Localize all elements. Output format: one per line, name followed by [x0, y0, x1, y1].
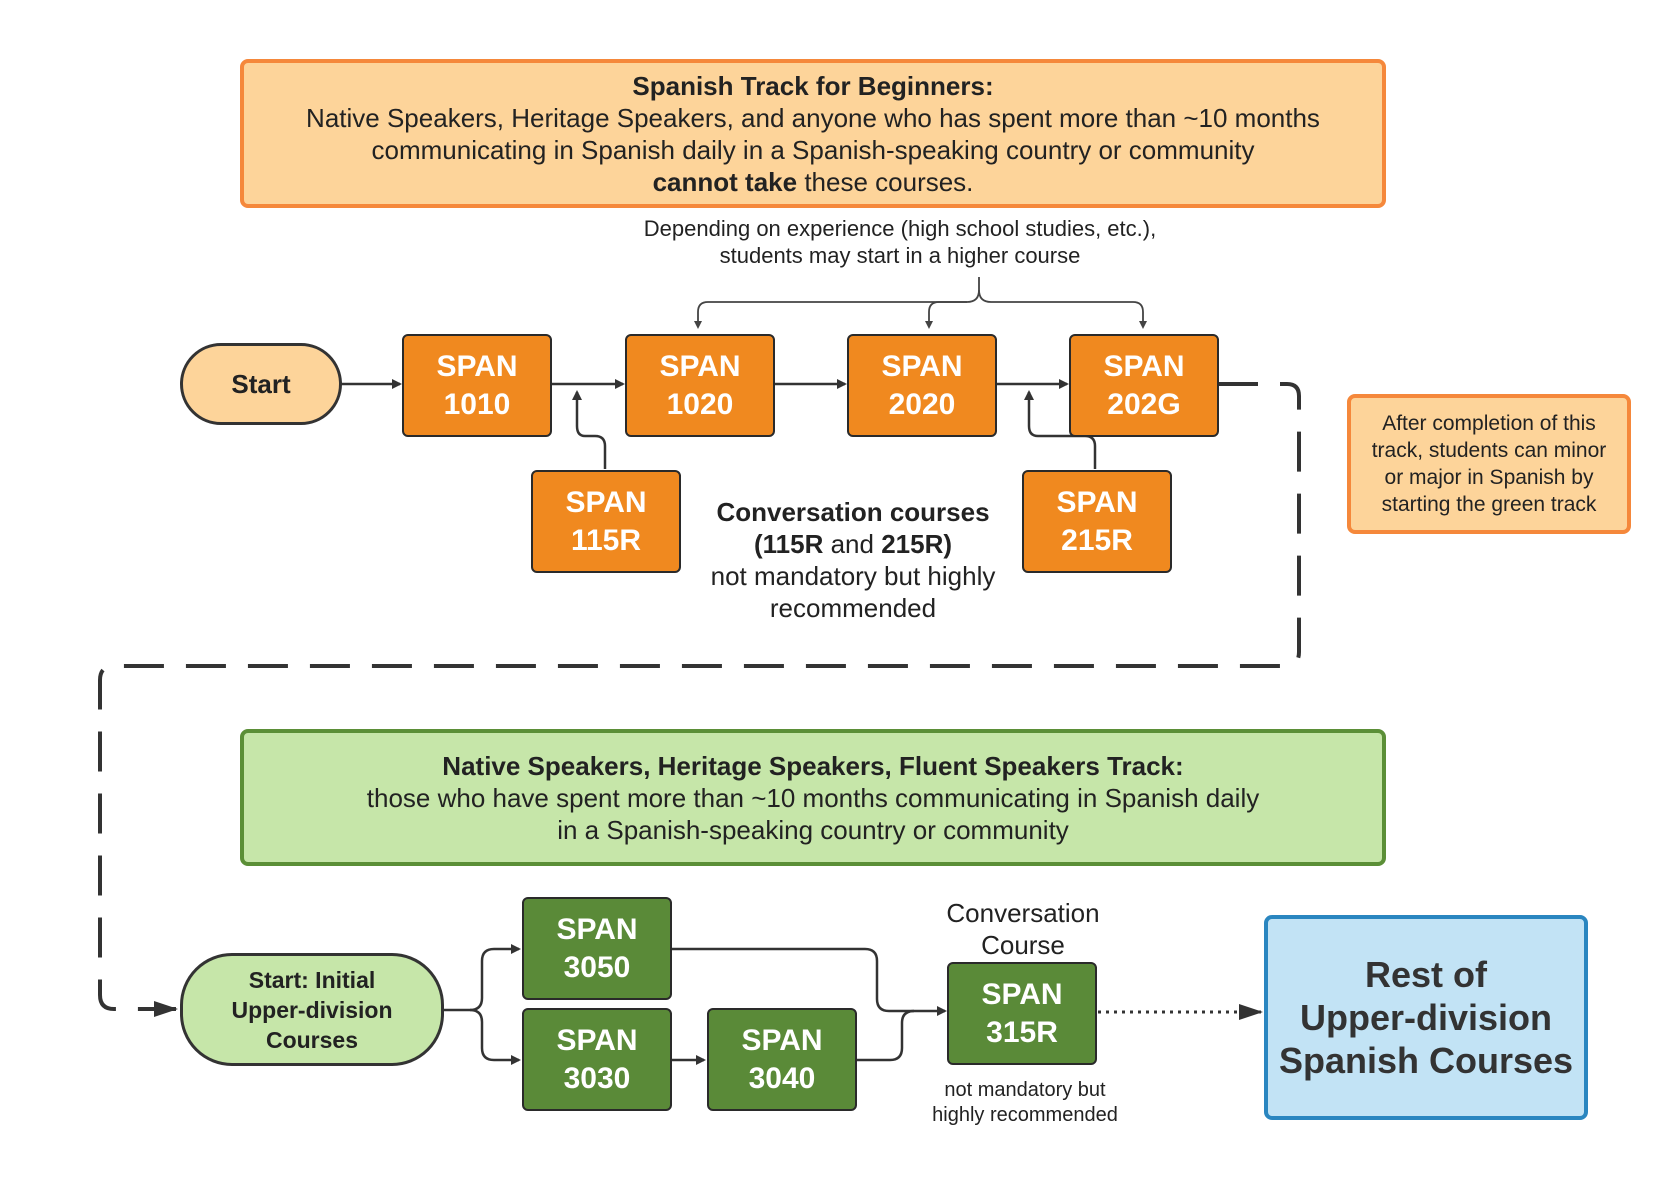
start-node: Start: [180, 343, 342, 425]
course-number: 3030: [563, 1061, 631, 1095]
course-span-1010: SPAN 1010: [402, 334, 552, 437]
beginner-track-line3: these courses.: [797, 166, 974, 197]
upper-start-line3: Courses: [265, 1026, 359, 1053]
course-span-3040: SPAN 3040: [707, 1008, 857, 1111]
course-span-2020: SPAN 2020: [847, 334, 997, 437]
paren-close: ): [943, 529, 953, 559]
arrow-3040-315r: [855, 1009, 915, 1062]
course-span-1020: SPAN 1020: [625, 334, 775, 437]
upper-start-node: Start: Initial Upper-division Courses: [180, 953, 444, 1066]
span315r-note: not mandatory but highly recommended: [900, 1078, 1150, 1128]
course-number: 3040: [748, 1061, 816, 1095]
side-note-line4: starting the green track: [1381, 493, 1597, 516]
course-prefix: SPAN: [556, 912, 638, 946]
span315r-note-line1: not mandatory but: [944, 1079, 1106, 1101]
conversation-note-line3: not mandatory but highly: [710, 561, 996, 591]
arrow-3050-315r: [670, 947, 947, 1016]
conversation-note-title: Conversation courses: [716, 497, 990, 527]
course-number: 1010: [443, 387, 511, 421]
course-prefix: SPAN: [741, 1023, 823, 1057]
course-number: 215R: [1061, 523, 1133, 557]
dashed-track-link: [98, 382, 1301, 1017]
arrow-start-3030: [469, 1008, 521, 1065]
course-prefix: SPAN: [565, 485, 647, 519]
conversation-note: Conversation courses (115R and 215R) not…: [690, 496, 1016, 624]
side-note-line2: track, students can minor: [1371, 439, 1607, 462]
start-label: Start: [231, 368, 291, 399]
course-span-315r: SPAN 315R: [947, 962, 1097, 1065]
course-number: 202G: [1107, 387, 1181, 421]
course-number: 115R: [570, 523, 642, 557]
fluent-track-line1: those who have spent more than ~10 month…: [366, 782, 1260, 813]
course-prefix: SPAN: [881, 349, 963, 383]
course-prefix: SPAN: [1056, 485, 1138, 519]
final-line3: Spanish Courses: [1278, 1040, 1574, 1081]
paren-open: (: [753, 529, 763, 559]
beginner-track-line2: communicating in Spanish daily in a Span…: [371, 134, 1255, 165]
course-span-215r: SPAN 215R: [1022, 470, 1172, 573]
rest-upper-division-box: Rest of Upper-division Spanish Courses: [1264, 915, 1588, 1120]
upper-start-line2: Upper-division: [231, 996, 393, 1023]
course-prefix: SPAN: [981, 977, 1063, 1011]
course-number: 1020: [666, 387, 734, 421]
conversation-course-line1: Conversation: [946, 898, 1100, 928]
fluent-track-line2: in a Spanish-speaking country or communi…: [557, 814, 1069, 845]
arrow-115r-up: [572, 390, 607, 469]
beginner-track-title: Spanish Track for Beginners:: [632, 70, 994, 101]
final-line2: Upper-division: [1299, 997, 1553, 1038]
conversation-course-line2: Course: [981, 930, 1065, 960]
conversation-note-115r: 115R: [762, 529, 824, 559]
conversation-note-line4: recommended: [769, 593, 937, 623]
course-span-3050: SPAN 3050: [522, 897, 672, 1000]
beginner-track-banner: Spanish Track for Beginners: Native Spea…: [240, 59, 1386, 208]
course-number: 315R: [986, 1015, 1058, 1049]
fluent-track-banner: Native Speakers, Heritage Speakers, Flue…: [240, 729, 1386, 866]
course-span-202g: SPAN 202G: [1069, 334, 1219, 437]
conversation-note-and: and: [823, 529, 882, 559]
arrow-start-3050: [443, 944, 521, 1012]
course-span-115r: SPAN 115R: [531, 470, 681, 573]
fluent-track-title: Native Speakers, Heritage Speakers, Flue…: [442, 750, 1184, 781]
conversation-course-label: Conversation Course: [920, 897, 1126, 961]
experience-note: Depending on experience (high school stu…: [610, 215, 1190, 269]
side-note-line3: or major in Spanish by: [1384, 466, 1594, 489]
experience-brace: [694, 277, 980, 329]
course-prefix: SPAN: [556, 1023, 638, 1057]
arrow-215r-up: [1024, 390, 1097, 469]
side-note: After completion of this track, students…: [1347, 394, 1631, 534]
beginner-track-line1: Native Speakers, Heritage Speakers, and …: [306, 102, 1320, 133]
course-span-3030: SPAN 3030: [522, 1008, 672, 1111]
experience-note-line2: students may start in a higher course: [719, 243, 1081, 268]
course-number: 2020: [888, 387, 956, 421]
conversation-note-215r: 215R: [881, 529, 944, 559]
course-prefix: SPAN: [659, 349, 741, 383]
beginner-track-restriction: cannot take: [652, 166, 798, 197]
upper-start-line1: Start: Initial: [248, 966, 376, 993]
course-prefix: SPAN: [1103, 349, 1185, 383]
final-line1: Rest of: [1364, 954, 1487, 995]
course-prefix: SPAN: [436, 349, 518, 383]
span315r-note-line2: highly recommended: [932, 1104, 1118, 1126]
course-number: 3050: [563, 950, 631, 984]
experience-note-line1: Depending on experience (high school stu…: [643, 216, 1157, 241]
side-note-line1: After completion of this: [1382, 412, 1596, 435]
